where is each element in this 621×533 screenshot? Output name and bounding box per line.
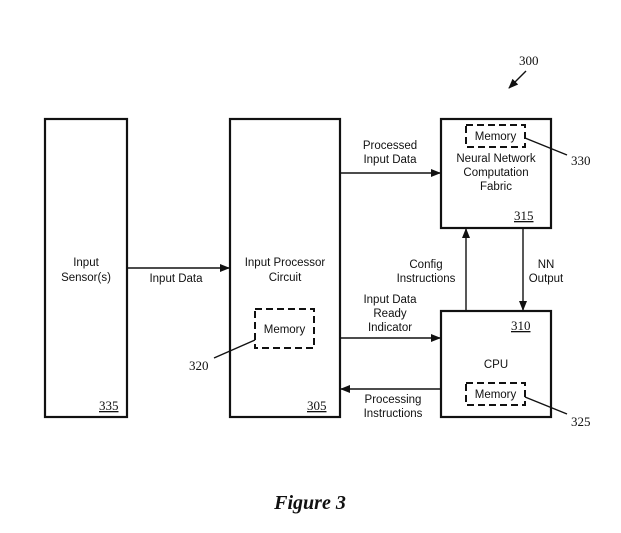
memory-325-leader <box>524 396 568 415</box>
cpu-label: CPU <box>484 359 508 371</box>
ready-label-3: Indicator <box>368 322 412 334</box>
ready-label-2: Ready <box>373 308 406 320</box>
nn-label-1: Neural Network <box>456 153 535 165</box>
ready-label-1: Input Data <box>363 294 417 306</box>
nn-fabric-block: Memory Neural Network Computation Fabric… <box>439 117 553 230</box>
input-processor-ref: 305 <box>307 398 327 413</box>
nn-memory-box <box>465 124 526 148</box>
processing-label-1: Processing <box>365 394 422 406</box>
processed-label-1: Processed <box>363 140 417 152</box>
processing-label-2: Instructions <box>364 408 423 420</box>
input-sensor-label-1: Input <box>73 257 99 269</box>
processor-memory-box <box>254 308 315 349</box>
cpu-ref: 310 <box>511 318 531 333</box>
processor-memory-label: Memory <box>264 324 306 336</box>
nn-output-label-2: Output <box>529 273 564 285</box>
memory-330-leader <box>524 137 568 156</box>
input-processor-block: Input Processor Circuit Memory 305 <box>228 117 342 419</box>
memory-325-ref: 325 <box>571 414 591 429</box>
figure-ref-arrow <box>508 70 527 89</box>
memory-330-ref: 330 <box>571 153 591 168</box>
input-sensor-ref: 335 <box>99 398 119 413</box>
input-data-label: Input Data <box>149 273 203 285</box>
input-processor-label-2: Circuit <box>269 272 302 284</box>
figure-caption: Figure 3 <box>273 492 346 514</box>
memory-320-leader <box>213 339 256 359</box>
memory-320-ref: 320 <box>189 358 209 373</box>
nn-ref: 315 <box>514 208 534 223</box>
cpu-block: 310 CPU Memory <box>439 309 553 419</box>
input-sensor-label-2: Sensor(s) <box>61 272 111 284</box>
processed-label-2: Input Data <box>363 154 417 166</box>
input-processor-label-1: Input Processor <box>245 257 326 269</box>
config-label-1: Config <box>409 259 442 271</box>
nn-memory-label: Memory <box>475 131 517 143</box>
cpu-memory-label: Memory <box>475 389 517 401</box>
input-sensor-block: Input Sensor(s) 335 <box>43 117 129 419</box>
config-label-2: Instructions <box>397 273 456 285</box>
nn-label-3: Fabric <box>480 181 512 193</box>
figure-ref-label: 300 <box>519 53 539 68</box>
cpu-memory-box <box>465 382 526 406</box>
nn-output-label-1: NN <box>538 259 555 271</box>
nn-label-2: Computation <box>463 167 528 179</box>
